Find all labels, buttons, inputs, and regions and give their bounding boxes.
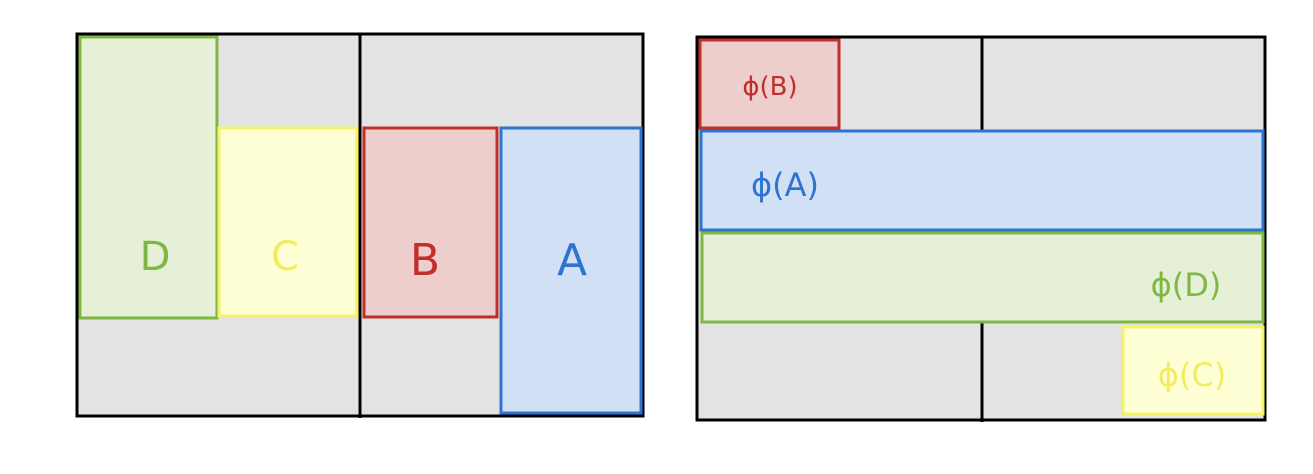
box-d: D — [78, 35, 219, 320]
box-a-rect — [499, 126, 643, 415]
box-phi-a-label: ϕ(A) — [751, 166, 819, 204]
box-d-rect — [78, 35, 219, 320]
box-phi-c-rect — [1121, 325, 1265, 416]
box-phi-b: ϕ(B) — [698, 38, 841, 130]
box-a-label: A — [557, 235, 587, 286]
box-phi-d-label: ϕ(D) — [1151, 266, 1222, 304]
box-phi-c: ϕ(C) — [1121, 325, 1265, 416]
box-c: C — [217, 126, 359, 318]
box-c-rect — [217, 126, 359, 318]
box-d-label: D — [140, 234, 171, 280]
box-phi-d: ϕ(D) — [700, 231, 1265, 324]
box-phi-b-rect — [698, 38, 841, 130]
box-phi-d-rect — [700, 231, 1265, 324]
box-b-label: B — [410, 235, 440, 286]
box-phi-c-label: ϕ(C) — [1158, 356, 1226, 394]
box-phi-a: ϕ(A) — [699, 129, 1265, 232]
box-phi-a-rect — [699, 129, 1265, 232]
box-phi-b-label: ϕ(B) — [742, 72, 797, 102]
left-panel: D C B A — [75, 32, 645, 418]
box-b: B — [362, 126, 499, 319]
box-a: A — [499, 126, 643, 415]
right-panel: ϕ(B) ϕ(A) ϕ(D) ϕ(C) — [695, 35, 1267, 422]
box-c-label: C — [271, 234, 299, 280]
box-b-rect — [362, 126, 499, 319]
